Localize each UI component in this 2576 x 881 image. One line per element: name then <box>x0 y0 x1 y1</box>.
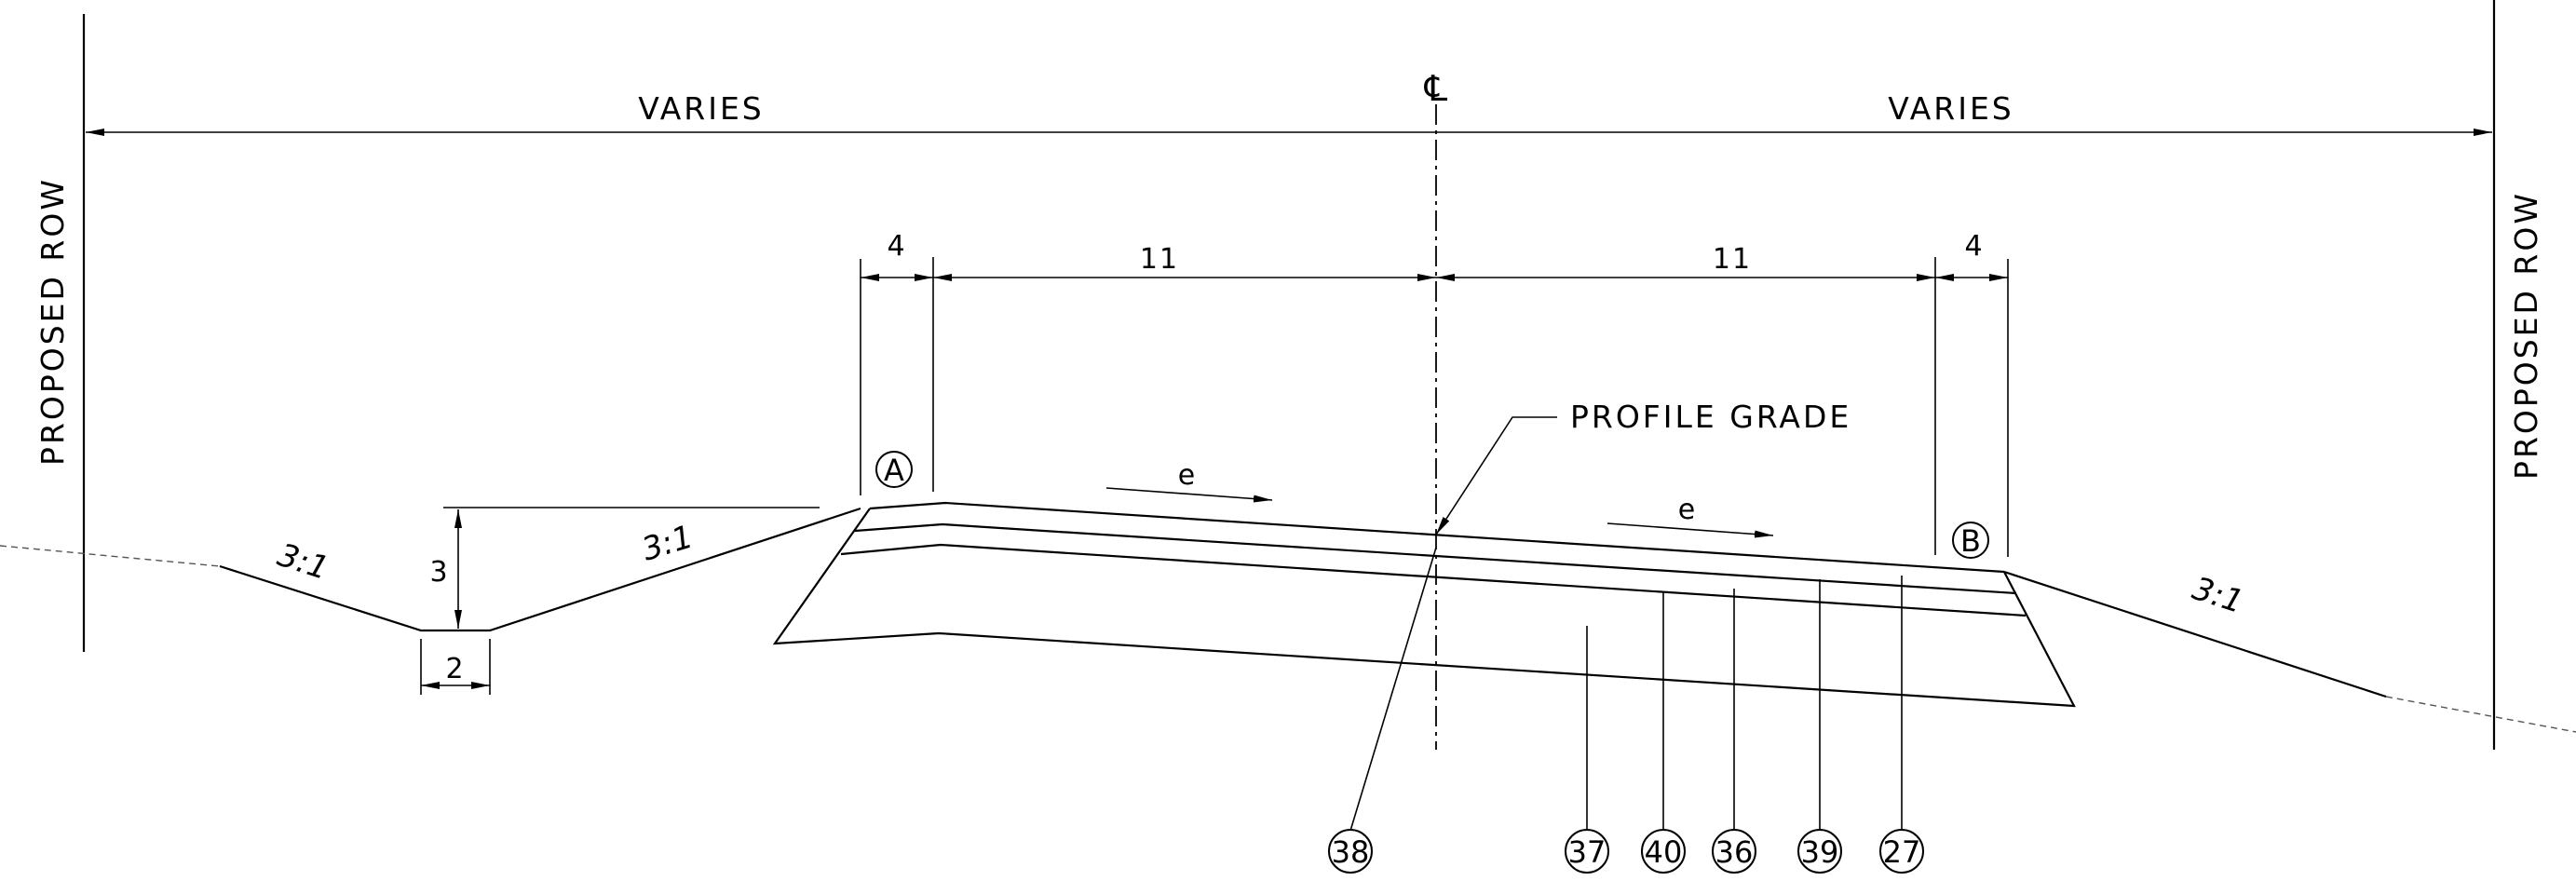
slope-label-right-fill: 3:1 <box>2188 570 2247 621</box>
callout-36-label: 36 <box>1715 834 1754 870</box>
row-label-left: PROPOSED ROW <box>34 177 71 466</box>
right-fill-slope <box>2003 570 2387 698</box>
varies-label-left: VARIES <box>638 90 765 127</box>
callout-37-label: 37 <box>1568 834 1607 870</box>
point-a-label: A <box>884 453 904 488</box>
callout-36: 36 <box>1712 829 1756 874</box>
point-a-circle <box>875 451 913 488</box>
callout-37: 37 <box>1565 829 1609 874</box>
lane-width-right: 11 <box>1713 243 1752 276</box>
existing-ground-left <box>0 545 221 567</box>
callout-40-label: 40 <box>1645 834 1683 870</box>
callout-38: 38 <box>1328 829 1373 874</box>
left-ditch <box>219 507 861 632</box>
lane-width-left: 11 <box>1140 243 1179 276</box>
point-b-circle <box>1952 522 1989 559</box>
superelevation-arrow-right <box>1607 522 1774 538</box>
row-label-right: PROPOSED ROW <box>2508 191 2544 480</box>
shoulder-width-right: 4 <box>1964 230 1984 263</box>
point-b-label: B <box>1960 523 1981 559</box>
callout-27: 27 <box>1879 829 1924 874</box>
profile-grade-label: PROFILE GRADE <box>1570 399 1851 435</box>
slope-label-ditch-backslope: 3:1 <box>638 518 698 568</box>
varies-label-right: VARIES <box>1888 90 2014 127</box>
shoulder-width-left: 4 <box>887 230 906 263</box>
profile-grade-leader <box>1435 416 1557 535</box>
callout-27-label: 27 <box>1883 834 1921 870</box>
superelevation-arrow-left <box>1105 487 1273 503</box>
subbase-course <box>772 508 2076 708</box>
pavement-layer-3 <box>840 543 2027 617</box>
callout-39: 39 <box>1797 829 1842 874</box>
existing-ground-right <box>2385 696 2576 733</box>
superelevation-label-right: e <box>1678 494 1697 526</box>
slope-label-ditch-foreslope: 3:1 <box>273 536 332 588</box>
pavement-surface <box>869 501 2005 574</box>
pavement-layer-2 <box>854 522 2017 595</box>
callout-40: 40 <box>1641 829 1686 874</box>
centerline-symbol: ℄ <box>1424 68 1448 109</box>
callout-38-label: 38 <box>1332 834 1370 870</box>
ditch-depth-value: 3 <box>429 556 449 589</box>
superelevation-label-left: e <box>1178 459 1197 492</box>
callout-leader-38 <box>1349 547 1437 832</box>
callout-39-label: 39 <box>1801 834 1839 870</box>
ditch-bottom-width: 2 <box>445 653 465 685</box>
